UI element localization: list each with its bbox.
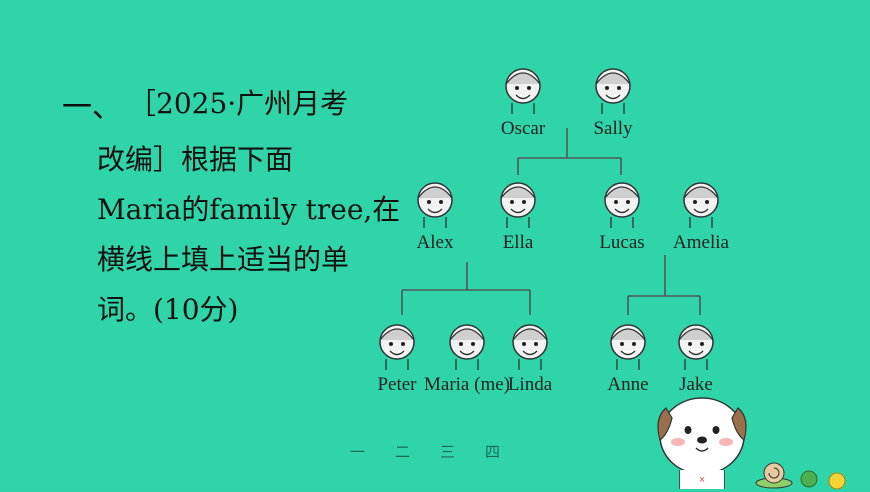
person-ella: Ella: [488, 176, 548, 254]
question-line-2: 改编］根据下面: [97, 143, 294, 176]
person-oscar: Oscar: [493, 62, 553, 140]
person-face-icon: [683, 182, 719, 228]
person-face-icon: [604, 182, 640, 228]
nav-item-3[interactable]: 三: [439, 443, 455, 461]
dog-mascot-icon: ×: [657, 397, 747, 489]
person-alex: Alex: [405, 176, 465, 254]
person-sally: Sally: [583, 62, 643, 140]
question-line-3: Maria的family tree,在: [97, 193, 401, 226]
svg-text:×: ×: [699, 475, 706, 484]
nav-item-1[interactable]: 一: [350, 443, 366, 461]
person-jake: Jake: [666, 318, 726, 396]
person-face-icon: [500, 182, 536, 228]
person-name: Maria (me): [424, 374, 510, 395]
snail-icon: [755, 462, 793, 489]
nav-item-4[interactable]: 四: [484, 443, 500, 461]
person-name: Sally: [593, 118, 633, 139]
person-name: Alex: [416, 232, 454, 253]
person-face-icon: [505, 68, 541, 114]
person-name: Peter: [377, 374, 417, 395]
person-face-icon: [512, 324, 548, 370]
person-name: Ella: [502, 232, 534, 253]
person-name: Linda: [507, 374, 553, 395]
person-peter: Peter: [367, 318, 427, 396]
person-name: Oscar: [500, 118, 546, 139]
person-face-icon: [417, 182, 453, 228]
question-line-4: 横线上填上适当的单: [97, 243, 350, 276]
person-face-icon: [610, 324, 646, 370]
person-name: Lucas: [599, 232, 645, 253]
person-name: Amelia: [673, 232, 729, 253]
person-lucas: Lucas: [592, 176, 652, 254]
person-name: Anne: [607, 374, 649, 395]
person-amelia: Amelia: [671, 176, 731, 254]
person-name: Jake: [679, 374, 713, 395]
question-number: 一、: [62, 90, 122, 125]
person-anne: Anne: [598, 318, 658, 396]
nav-item-2[interactable]: 二: [394, 443, 410, 461]
person-face-icon: [595, 68, 631, 114]
person-maria: Maria (me): [424, 318, 510, 396]
person-face-icon: [678, 324, 714, 370]
question-line-5: 词。(10分): [97, 293, 239, 326]
leaf-icon: [800, 470, 818, 488]
section-nav: 一 二 三 四: [350, 441, 500, 462]
question-line-1: ［2025·广州月考: [128, 87, 349, 120]
person-face-icon: [449, 324, 485, 370]
person-linda: Linda: [500, 318, 560, 396]
person-face-icon: [379, 324, 415, 370]
